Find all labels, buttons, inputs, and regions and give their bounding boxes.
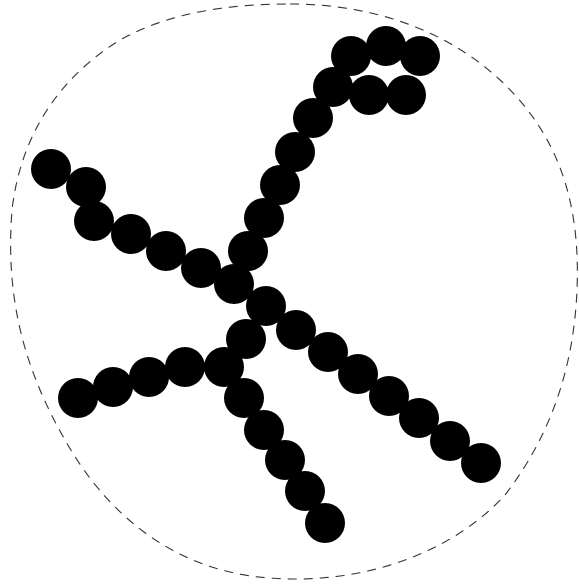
- bead-lower-arm-5: [305, 503, 345, 543]
- bead-upper-arm-4: [275, 132, 315, 172]
- bead-upper-arm-8: [366, 26, 406, 66]
- chain-center-junction: [214, 264, 286, 359]
- chain-lower-right-arm: [276, 310, 501, 483]
- chain-upper-arm: [228, 26, 406, 271]
- bead-lower-left-arm-4: [165, 347, 205, 387]
- chain-lower-left-arm: [58, 347, 244, 418]
- bead-hook-2: [386, 75, 426, 115]
- chain-upper-left-arm: [31, 149, 221, 288]
- bead-upper-arm-7: [331, 36, 371, 76]
- bead-upper-left-arm-3: [74, 201, 114, 241]
- bead-upper-left-arm-4: [111, 214, 151, 254]
- bead-upper-left-arm-5: [146, 231, 186, 271]
- bead-upper-left-arm-1: [31, 149, 71, 189]
- bead-upper-left-arm-2: [66, 167, 106, 207]
- bead-lower-left-arm-1: [58, 378, 98, 418]
- bead-hook-1: [400, 36, 440, 76]
- bead-lower-left-arm-2: [93, 367, 133, 407]
- bead-chains: [31, 26, 501, 543]
- bead-lower-left-arm-3: [129, 357, 169, 397]
- bead-hook-3: [349, 75, 389, 115]
- bead-lower-right-arm-7: [461, 443, 501, 483]
- chain-lower-arm: [224, 378, 345, 543]
